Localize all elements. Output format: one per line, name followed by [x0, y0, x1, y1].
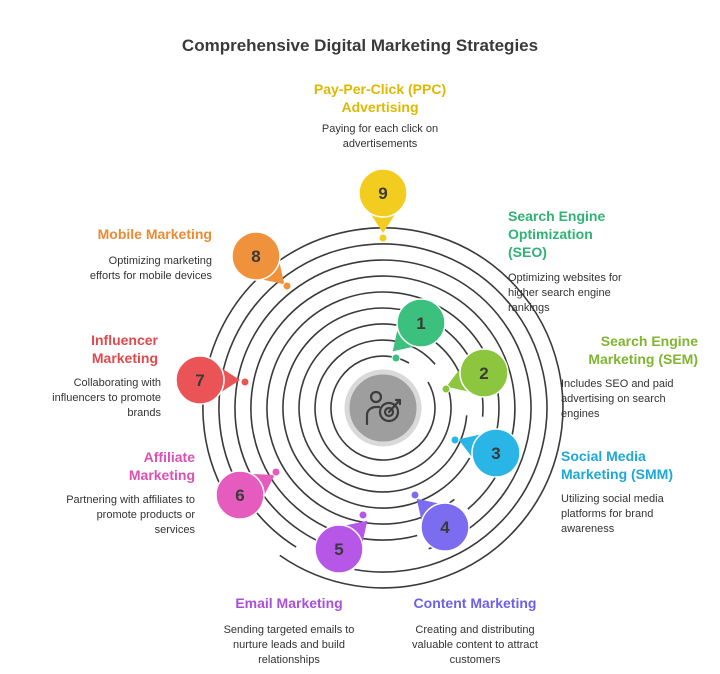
step-marker-3: 3 [450, 428, 521, 478]
ring-1 [330, 355, 436, 461]
label-affiliate: Affiliate Marketing [128, 449, 195, 483]
ring-6 [250, 275, 516, 541]
marker-bubble-3 [471, 428, 521, 478]
step-marker-6: 6 [215, 467, 281, 520]
step-marker-4: 4 [410, 490, 470, 552]
ring-dot-1 [391, 353, 401, 363]
marker-bubble-8 [231, 231, 281, 281]
marker-number-2: 2 [479, 364, 488, 383]
ring-dot-9 [378, 233, 388, 243]
label-seo: Search Engine Optimization (SEO) [508, 208, 606, 260]
label-mobile: Mobile Marketing [97, 226, 212, 242]
desc-smm: Utilizing social media platforms for bra… [561, 493, 664, 535]
marker-bubble-9 [358, 168, 408, 218]
label-smm: Social Media Marketing (SMM) [561, 448, 673, 482]
marker-number-3: 3 [491, 444, 500, 463]
marker-bubble-1 [396, 298, 446, 348]
label-sem: Search Engine Marketing (SEM) [588, 333, 698, 367]
marker-bubble-4 [420, 502, 470, 552]
label-influencer: Influencer Marketing [91, 332, 158, 366]
step-marker-9: 9 [358, 168, 408, 243]
marker-number-4: 4 [440, 518, 450, 537]
ring-dot-3 [450, 435, 460, 445]
marker-number-6: 6 [235, 486, 244, 505]
desc-email: Sending targeted emails to nurture leads… [223, 624, 355, 666]
marker-bubble-2 [459, 348, 509, 398]
step-markers: 1 2 3 4 5 6 7 8 9 [175, 168, 521, 574]
desc-ppc: Paying for each click on advertisements [321, 123, 439, 150]
ring-9 [202, 227, 564, 589]
ring-8 [218, 243, 548, 573]
ring-dot-8 [282, 281, 292, 291]
diagram-title: Comprehensive Digital Marketing Strategi… [181, 36, 539, 55]
marker-number-9: 9 [378, 184, 387, 203]
label-ppc: Pay-Per-Click (PPC) Advertising [313, 81, 447, 115]
marker-number-1: 1 [416, 314, 425, 333]
step-marker-7: 7 [175, 355, 250, 405]
ring-2 [314, 339, 452, 477]
desc-seo: Optimizing websites for higher search en… [508, 272, 622, 314]
ring-4 [282, 307, 484, 509]
ring-dot-7 [240, 377, 250, 387]
label-email: Email Marketing [235, 595, 343, 611]
desc-affiliate: Partnering with affiliates to promote pr… [66, 494, 195, 536]
marker-bubble-6 [215, 470, 265, 520]
marker-pointer-9 [370, 213, 396, 233]
ring-dot-5 [358, 510, 368, 520]
center-hub [344, 369, 422, 447]
marker-number-5: 5 [334, 540, 343, 559]
step-marker-5: 5 [314, 510, 368, 574]
step-marker-8: 8 [231, 231, 292, 291]
desc-mobile: Optimizing marketing efforts for mobile … [89, 255, 212, 282]
marker-number-8: 8 [251, 247, 260, 266]
marker-pointer-7 [220, 367, 240, 393]
desc-sem: Includes SEO and paid advertising on sea… [561, 378, 674, 420]
ring-dot-4 [410, 490, 420, 500]
ring-dot-6 [271, 467, 281, 477]
desc-influencer: Collaborating with influencers to promot… [52, 377, 161, 419]
ring-dot-2 [441, 384, 451, 394]
marker-bubble-5 [314, 524, 364, 574]
marker-number-7: 7 [195, 371, 204, 390]
marker-bubble-7 [175, 355, 225, 405]
step-marker-2: 2 [441, 348, 509, 398]
step-marker-1: 1 [391, 298, 446, 363]
desc-content: Creating and distributing valuable conte… [412, 624, 538, 666]
target-person-icon [365, 390, 402, 426]
label-content: Content Marketing [413, 595, 537, 611]
